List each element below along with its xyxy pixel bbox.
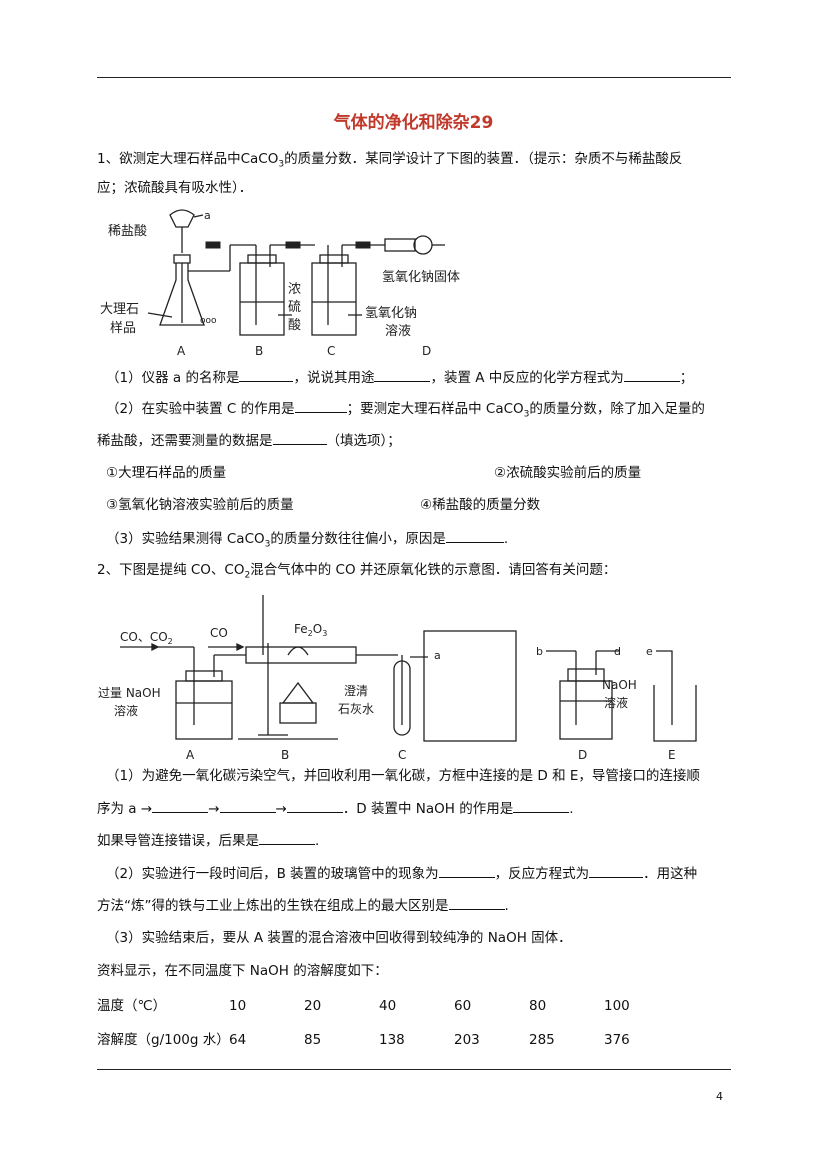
label-lime-2: 石灰水 xyxy=(338,702,374,716)
q2-part3-line2: 资料显示，在不同温度下 NaOH 的溶解度如下： xyxy=(97,963,388,979)
q2-part2-line2: 方法“炼”得的铁与工业上炼出的生铁在组成上的最大区别是. xyxy=(97,895,509,916)
label-a: a xyxy=(204,209,211,222)
label-naoh-d1: NaOH xyxy=(602,678,637,692)
svg-text:ooo: ooo xyxy=(200,316,217,326)
table-cell: 203 xyxy=(454,1032,480,1048)
label-port-d: d xyxy=(614,645,621,658)
label-B: B xyxy=(281,748,289,762)
table-row-sol-label: 溶解度（g/100g 水） xyxy=(97,1032,230,1048)
label-B: B xyxy=(255,344,263,358)
label-E: E xyxy=(668,748,676,762)
q1-stem-line1: 1、欲测定大理石样品中CaCO3的质量分数．某同学设计了下图的装置．（提示：杂质… xyxy=(97,151,683,170)
label-naoh-a1: 过量 NaOH xyxy=(98,686,161,700)
q2-part1-line3: 如果导管连接错误，后果是. xyxy=(97,830,319,851)
label-lime-1: 澄清 xyxy=(344,683,368,698)
label-marble-2: 样品 xyxy=(110,321,136,336)
q2-part1-line2: 序为 a →→→．D 装置中 NaOH 的作用是. xyxy=(97,798,574,819)
label-port-a: a xyxy=(434,649,441,662)
table-cell: 100 xyxy=(604,998,630,1014)
q1-option-1: ①大理石样品的质量 xyxy=(106,465,227,481)
table-cell: 138 xyxy=(379,1032,405,1048)
table-cell: 10 xyxy=(229,998,247,1014)
label-C: C xyxy=(398,748,406,762)
table-cell: 64 xyxy=(229,1032,247,1048)
label-naoh-d2: 溶液 xyxy=(604,695,628,710)
label-C: C xyxy=(327,344,335,358)
page-number: 4 xyxy=(716,1090,723,1103)
label-naoh-a2: 溶液 xyxy=(114,703,138,718)
q2-part2-line1: （2）实验进行一段时间后，B 装置的玻璃管中的现象为，反应方程式为．用这种 xyxy=(106,863,697,884)
label-A: A xyxy=(177,344,186,358)
table-cell: 285 xyxy=(529,1032,555,1048)
q2-apparatus-figure: CO、CO2 CO Fe2O3 过量 NaOH 溶液 澄清 石灰水 a b d … xyxy=(98,595,697,762)
table-cell: 40 xyxy=(379,998,397,1014)
table-cell: 80 xyxy=(529,998,547,1014)
table-cell: 85 xyxy=(304,1032,322,1048)
page-title: 气体的净化和除杂29 xyxy=(333,113,494,133)
table-cell: 376 xyxy=(604,1032,630,1048)
q1-part1: （1）仪器 a 的名称是，说说其用途，装置 A 中反应的化学方程式为； xyxy=(106,367,693,388)
label-port-e: e xyxy=(646,645,653,658)
q1-option-2: ②浓硫酸实验前后的质量 xyxy=(494,465,642,481)
label-marble-1: 大理石 xyxy=(100,302,139,317)
q1-part3: （3）实验结果测得 CaCO3的质量分数往往偏小，原因是. xyxy=(106,528,508,555)
q2-stem: 2、下图是提纯 CO、CO2混合气体中的 CO 并还原氧化铁的示意图．请回答有关… xyxy=(97,562,617,581)
label-D: D xyxy=(422,344,431,358)
table-row-temp-label: 温度（℃） xyxy=(97,998,167,1014)
q1-option-4: ④稀盐酸的质量分数 xyxy=(420,497,541,513)
bottom-rule xyxy=(97,1069,731,1070)
label-D: D xyxy=(578,748,587,762)
q1-part2-line1: （2）在实验中装置 C 的作用是；要测定大理石样品中 CaCO3的质量分数，除了… xyxy=(106,398,705,425)
label-h2so4-3: 酸 xyxy=(288,318,301,333)
label-A: A xyxy=(186,748,195,762)
label-gas-in: CO、CO2 xyxy=(120,630,173,646)
q1-option-3: ③氢氧化钠溶液实验前后的质量 xyxy=(106,497,294,513)
label-h2so4-2: 硫 xyxy=(288,300,301,315)
label-naoh-sol-2: 溶液 xyxy=(385,324,411,339)
q1-apparatus-figure: ooo 稀盐酸 a 大理石 样品 浓 硫 酸 xyxy=(100,209,460,358)
label-acid: 稀盐酸 xyxy=(108,224,147,239)
table-cell: 60 xyxy=(454,998,472,1014)
label-naoh-solid: 氢氧化钠固体 xyxy=(382,270,460,285)
label-naoh-sol-1: 氢氧化钠 xyxy=(365,306,417,321)
label-port-b: b xyxy=(536,645,543,658)
q2-part1-line1: （1）为避免一氧化碳污染空气，并回收利用一氧化碳，方框中连接的是 D 和 E，导… xyxy=(106,768,700,784)
label-h2so4-1: 浓 xyxy=(288,282,301,297)
q1-stem-line2: 应；浓硫酸具有吸水性）． xyxy=(97,180,253,196)
q1-part2-line2: 稀盐酸，还需要测量的数据是（填选项）； xyxy=(97,430,401,451)
label-fe2o3: Fe2O3 xyxy=(294,622,327,638)
label-co: CO xyxy=(210,626,228,640)
top-rule xyxy=(97,77,731,78)
table-cell: 20 xyxy=(304,998,322,1014)
q2-part3-line1: （3）实验结束后，要从 A 装置的混合溶液中回收得到较纯净的 NaOH 固体． xyxy=(106,930,572,946)
